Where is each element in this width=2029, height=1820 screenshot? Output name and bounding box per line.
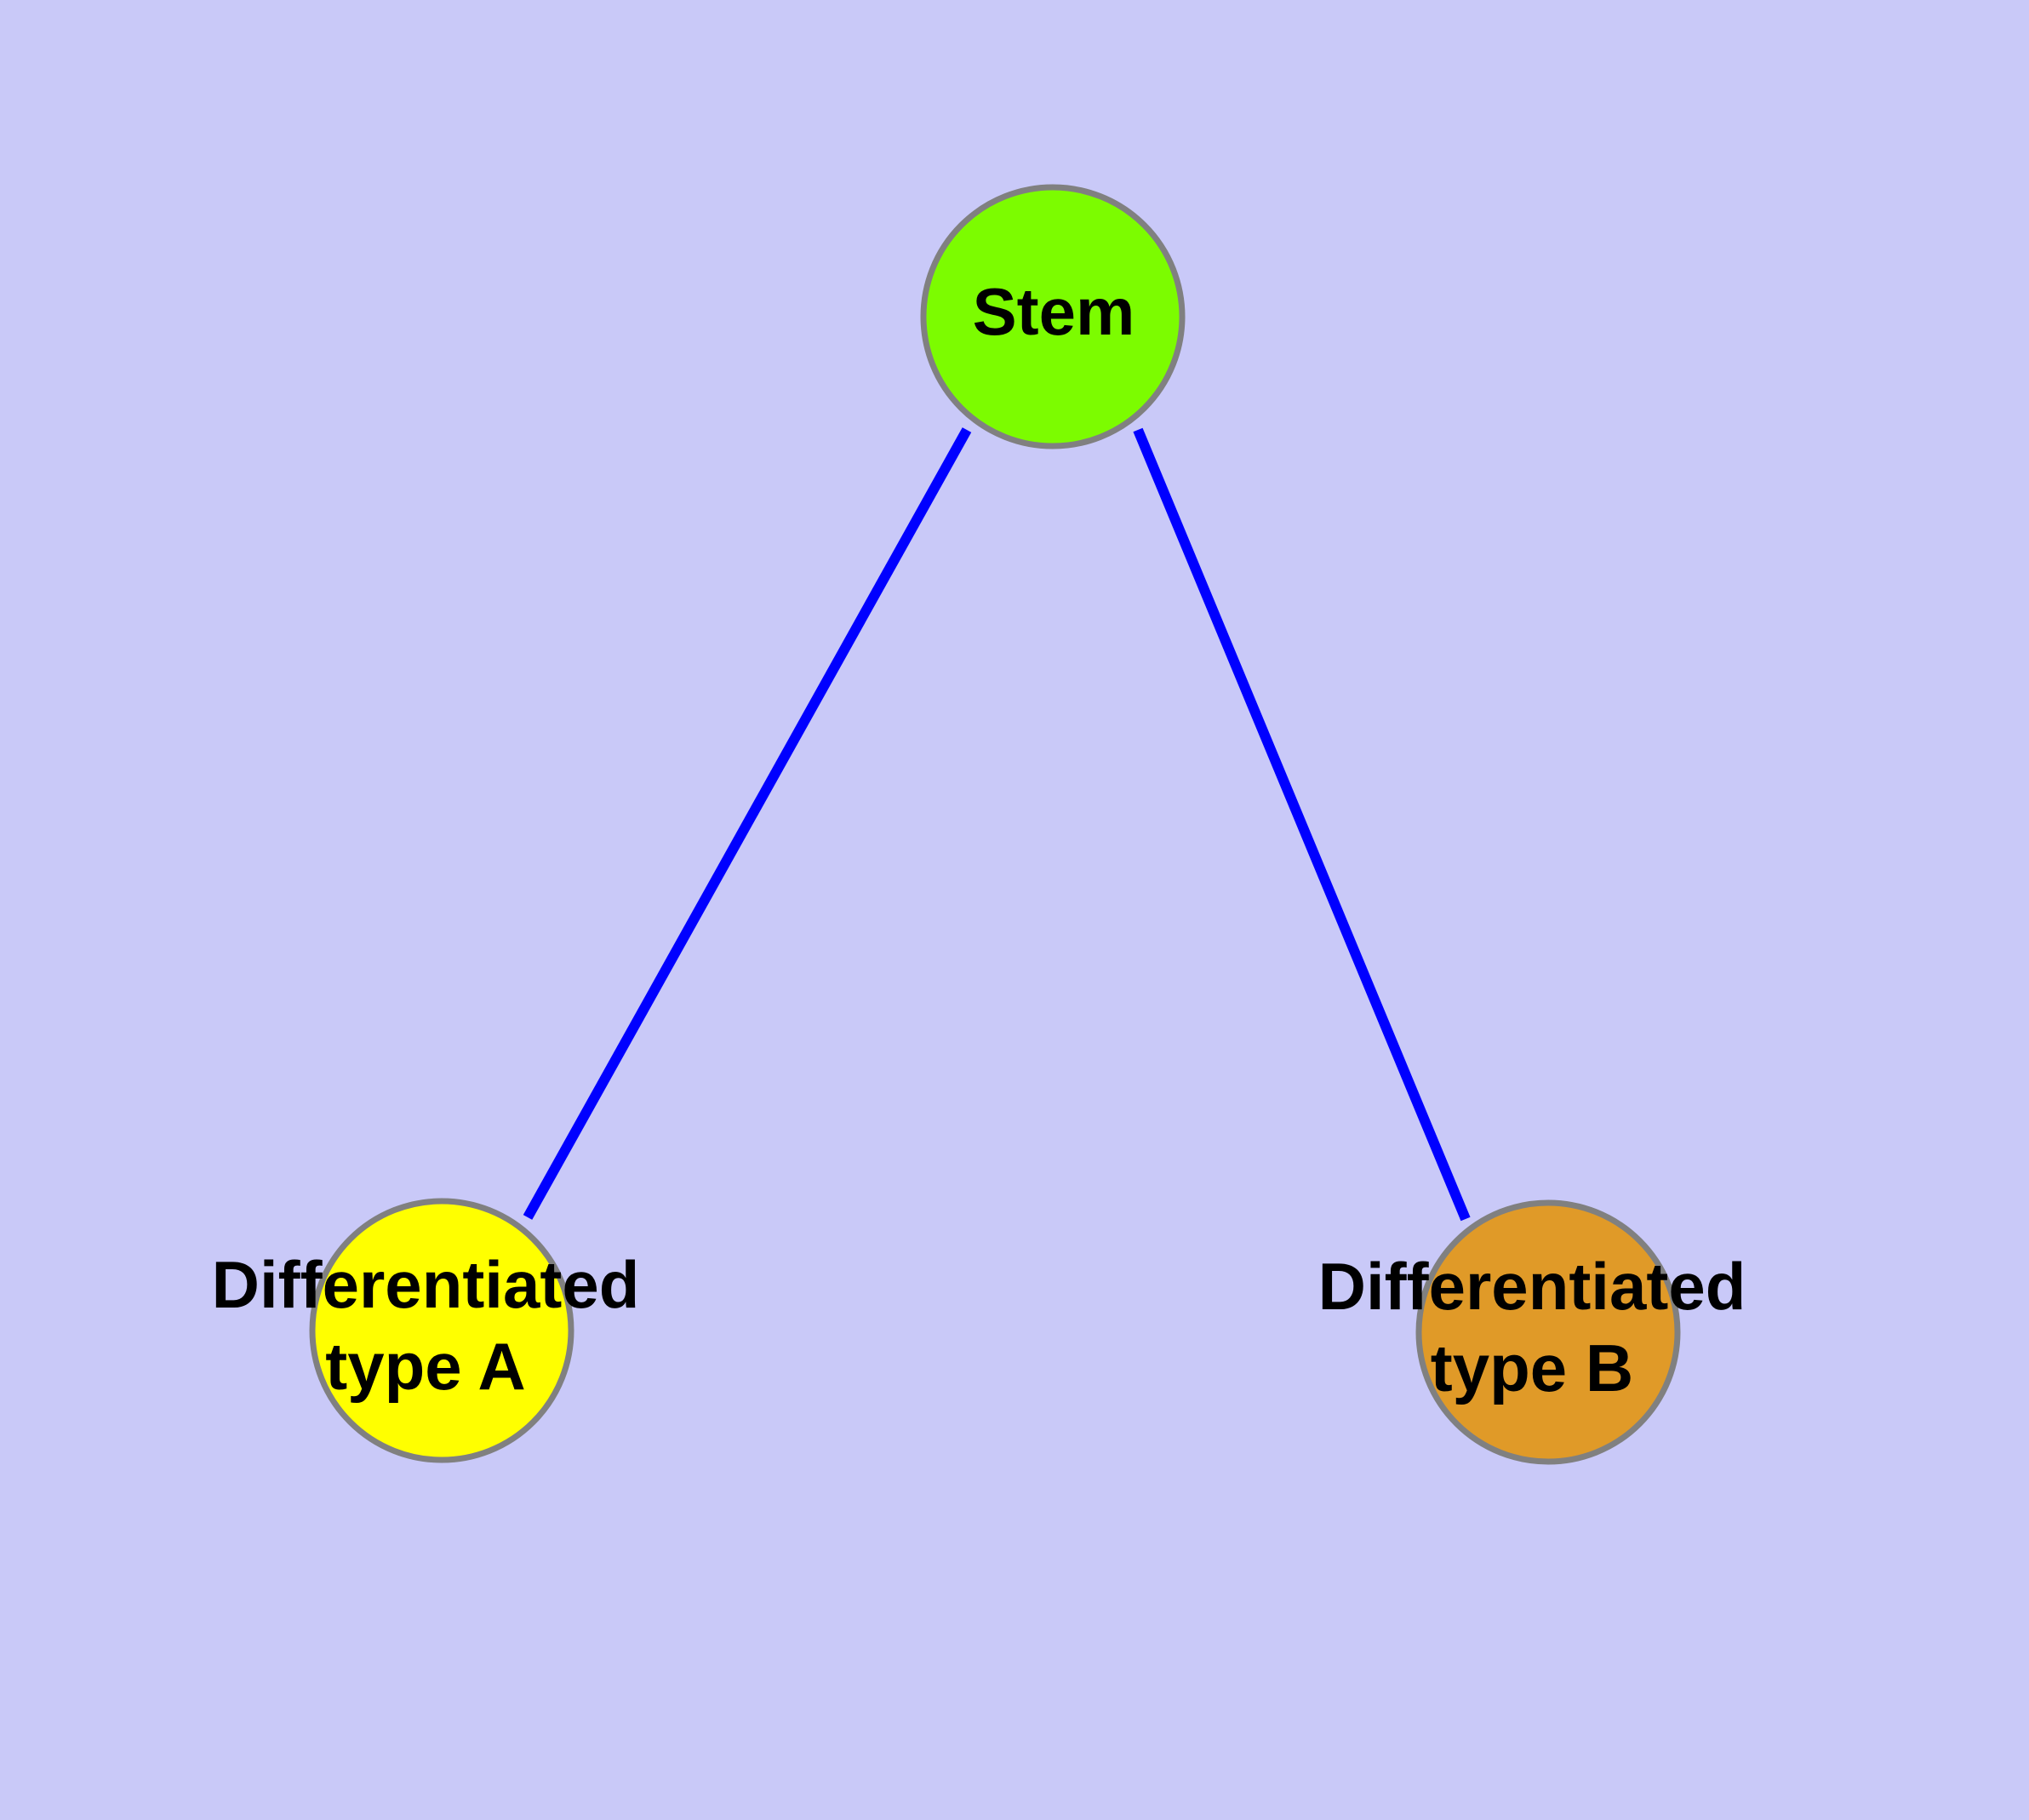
graph-edge-stem-to-diff-b <box>1133 427 1471 1222</box>
node-label-line: Differentiated <box>1318 1249 1746 1324</box>
graph-node-diff-b[interactable] <box>1415 1199 1681 1465</box>
edge-layer <box>523 427 1471 1222</box>
graph-edge-stem-to-diff-a <box>523 427 972 1220</box>
node-label-line: Stem <box>973 274 1135 349</box>
node-layer <box>309 184 1681 1465</box>
graph-node-stem[interactable] <box>920 184 1186 449</box>
node-label-line: type B <box>1431 1331 1633 1405</box>
node-label-line: type A <box>325 1329 526 1404</box>
node-label-stem: Stem <box>973 274 1135 349</box>
node-label-line: Differentiated <box>212 1247 640 1322</box>
graph-node-diff-a[interactable] <box>309 1198 574 1463</box>
